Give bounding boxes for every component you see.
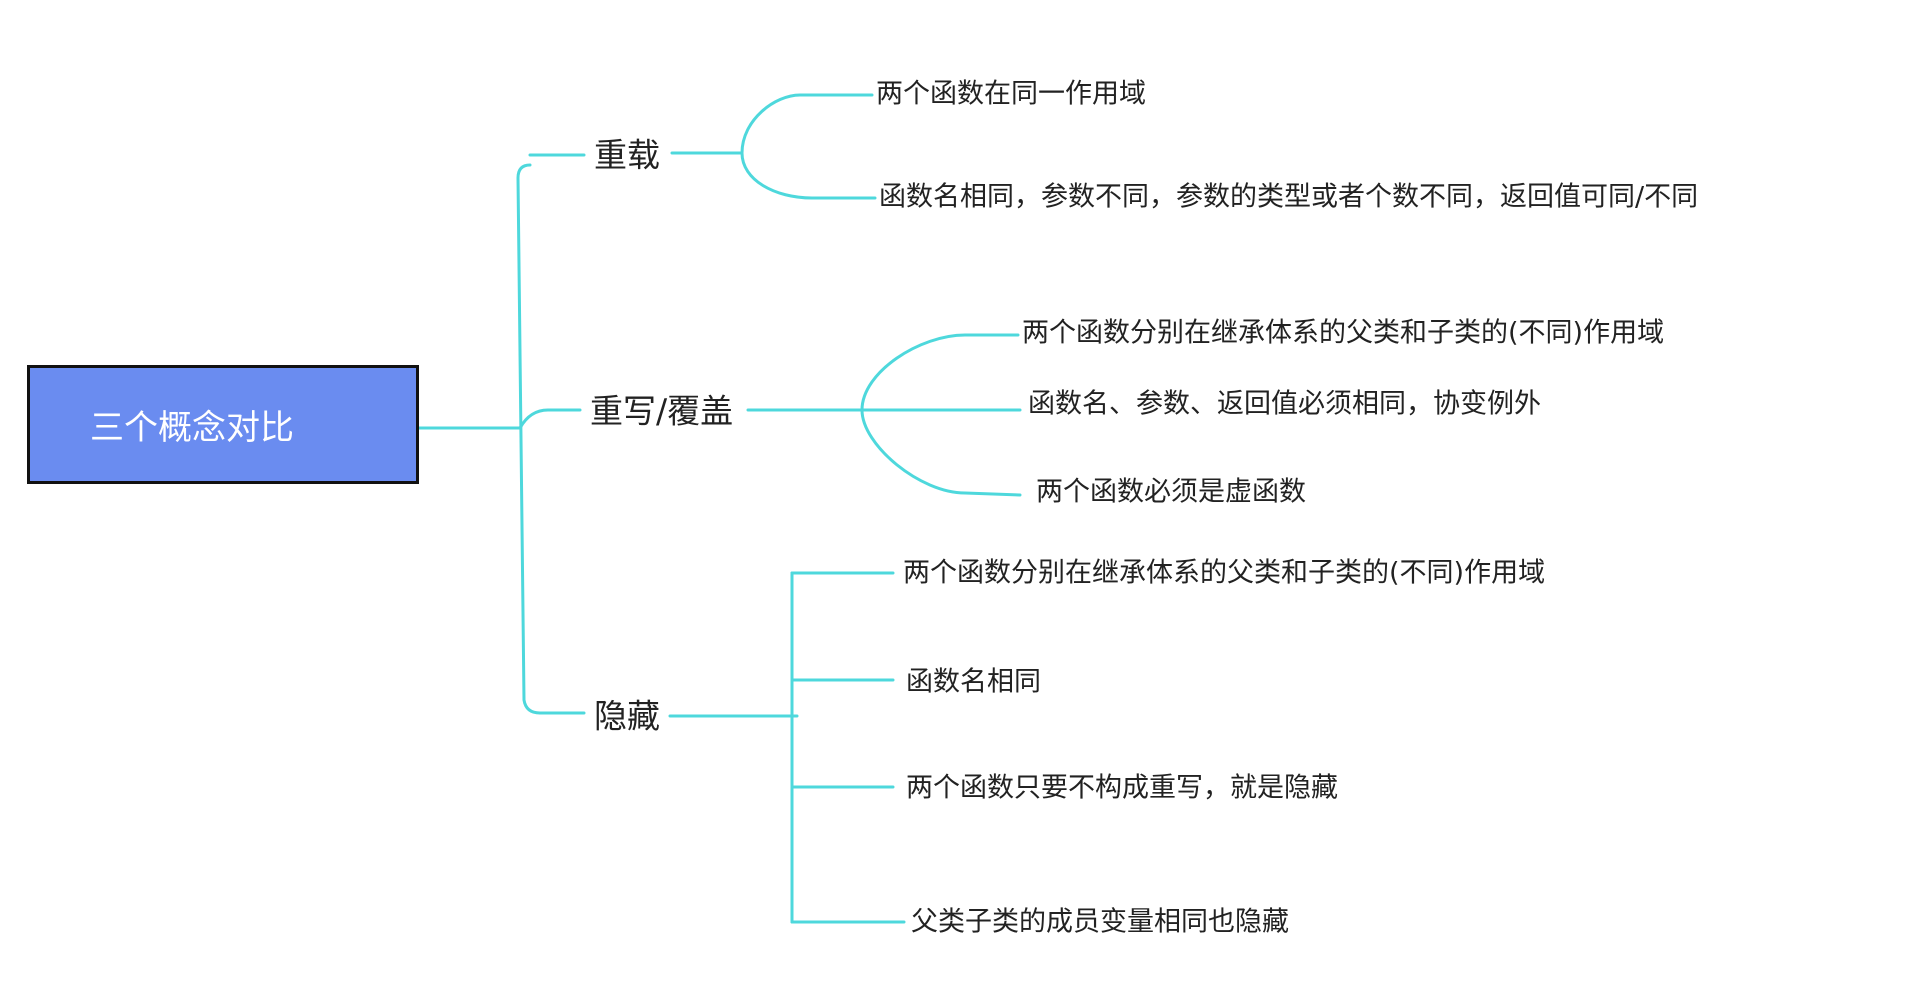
connector-overload-item-2: [740, 151, 877, 200]
override-item-2: 函数名、参数、返回值必须相同，协变例外: [1028, 388, 1541, 420]
root-node-label: 三个概念对比: [90, 408, 294, 448]
branch-overload-label: 重载: [594, 135, 660, 175]
connector-trunk: [516, 163, 542, 715]
branch-hide-label: 隐藏: [594, 696, 660, 736]
hide-item-4: 父类子类的成员变量相同也隐藏: [911, 906, 1289, 938]
connector-override-item-1: [860, 333, 1020, 412]
overload-item-2: 函数名相同，参数不同，参数的类型或者个数不同，返回值可同/不同: [879, 181, 1699, 213]
connector-override-item-3: [860, 408, 1022, 497]
override-item-3: 两个函数必须是虚函数: [1036, 476, 1306, 508]
override-item-1: 两个函数分别在继承体系的父类和子类的(不同)作用域: [1022, 317, 1665, 349]
root-node: 三个概念对比: [27, 365, 419, 484]
connector-branch-override: [518, 408, 582, 430]
overload-item-1: 两个函数在同一作用域: [876, 78, 1146, 110]
connector-overload-item-1: [740, 93, 874, 155]
hide-item-3: 两个函数只要不构成重写，就是隐藏: [906, 772, 1338, 804]
branch-override-label: 重写/覆盖: [590, 391, 734, 431]
hide-item-1: 两个函数分别在继承体系的父类和子类的(不同)作用域: [903, 557, 1546, 589]
hide-item-2: 函数名相同: [906, 666, 1041, 698]
